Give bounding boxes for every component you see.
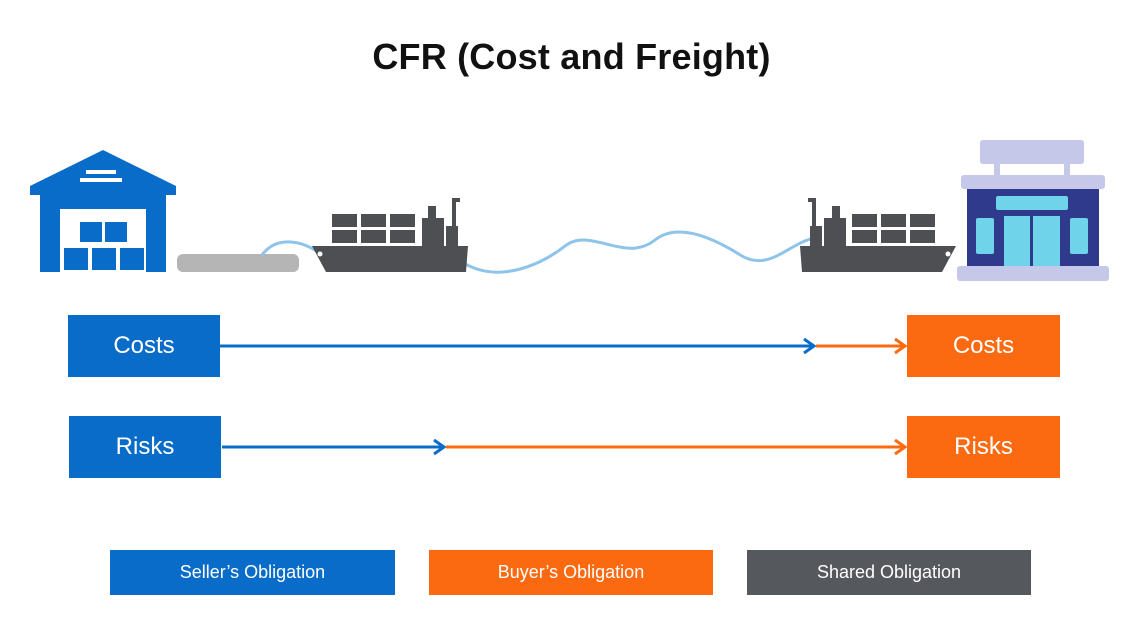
warehouse-icon xyxy=(30,150,176,272)
costs-arrow xyxy=(220,337,908,355)
cargo-ship-destination-icon xyxy=(800,198,956,272)
cargo-ship-origin-icon xyxy=(312,198,468,272)
mooring-rope xyxy=(260,240,319,256)
buyer-risks-box: Risks xyxy=(907,416,1060,478)
pier-icon xyxy=(177,254,299,272)
store-building-icon xyxy=(957,140,1109,281)
risks-arrow xyxy=(222,438,908,456)
diagram-title: CFR (Cost and Freight) xyxy=(372,36,771,77)
ocean-wave xyxy=(461,230,816,274)
legend-buyer-obligation: Buyer’s Obligation xyxy=(429,550,713,595)
seller-risks-box: Risks xyxy=(69,416,221,478)
seller-costs-box: Costs xyxy=(68,315,220,377)
buyer-costs-box: Costs xyxy=(907,315,1060,377)
legend-seller-obligation: Seller’s Obligation xyxy=(110,550,395,595)
legend-shared-obligation: Shared Obligation xyxy=(747,550,1031,595)
